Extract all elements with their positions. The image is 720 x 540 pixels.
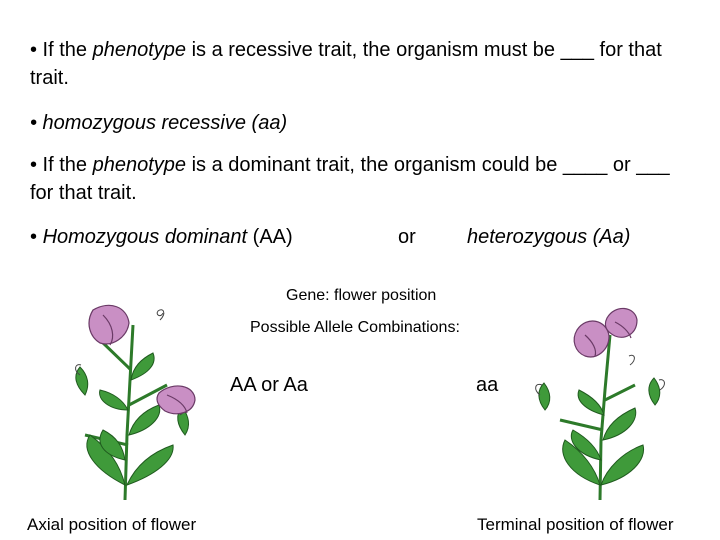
- axial-caption: Axial position of flower: [27, 515, 197, 534]
- bullet-emphasis: Homozygous dominant: [42, 226, 248, 248]
- bullet-recessive-answer: • homozygous recessive (aa): [30, 109, 287, 137]
- bullet-text: •: [30, 226, 43, 248]
- bullet-emphasis: phenotype: [92, 154, 187, 176]
- bullet-text: • If the: [30, 39, 93, 61]
- bullet-dominant-answer: • Homozygous dominant (AA) or heterozygo…: [30, 223, 710, 251]
- dominant-combo-label: AA or Aa: [230, 374, 308, 396]
- bullet-text: (AA): [247, 226, 293, 248]
- recessive-combo-label: aa: [476, 374, 499, 396]
- axial-flower-plant-illustration: [75, 304, 196, 501]
- bullet-text: is a recessive trait, the organism must …: [30, 39, 662, 89]
- terminal-flower-plant-illustration: [535, 307, 665, 501]
- bullet-emphasis: phenotype: [92, 39, 187, 61]
- or-text: or: [398, 226, 416, 248]
- gene-label: Gene: flower position: [286, 287, 437, 304]
- bullet-text: • If the: [30, 154, 93, 176]
- bullet-emphasis: • homozygous recessive (aa): [30, 112, 288, 134]
- bullet-dominant-question: • If the phenotype is a dominant trait, …: [30, 151, 690, 207]
- bullet-recessive-question: • If the phenotype is a recessive trait,…: [30, 36, 690, 92]
- heterozygous-text: heterozygous (Aa): [467, 226, 631, 248]
- terminal-caption: Terminal position of flower: [477, 515, 674, 534]
- bullet-text: is a dominant trait, the organism could …: [30, 154, 670, 204]
- allele-label: Possible Allele Combinations:: [250, 319, 460, 336]
